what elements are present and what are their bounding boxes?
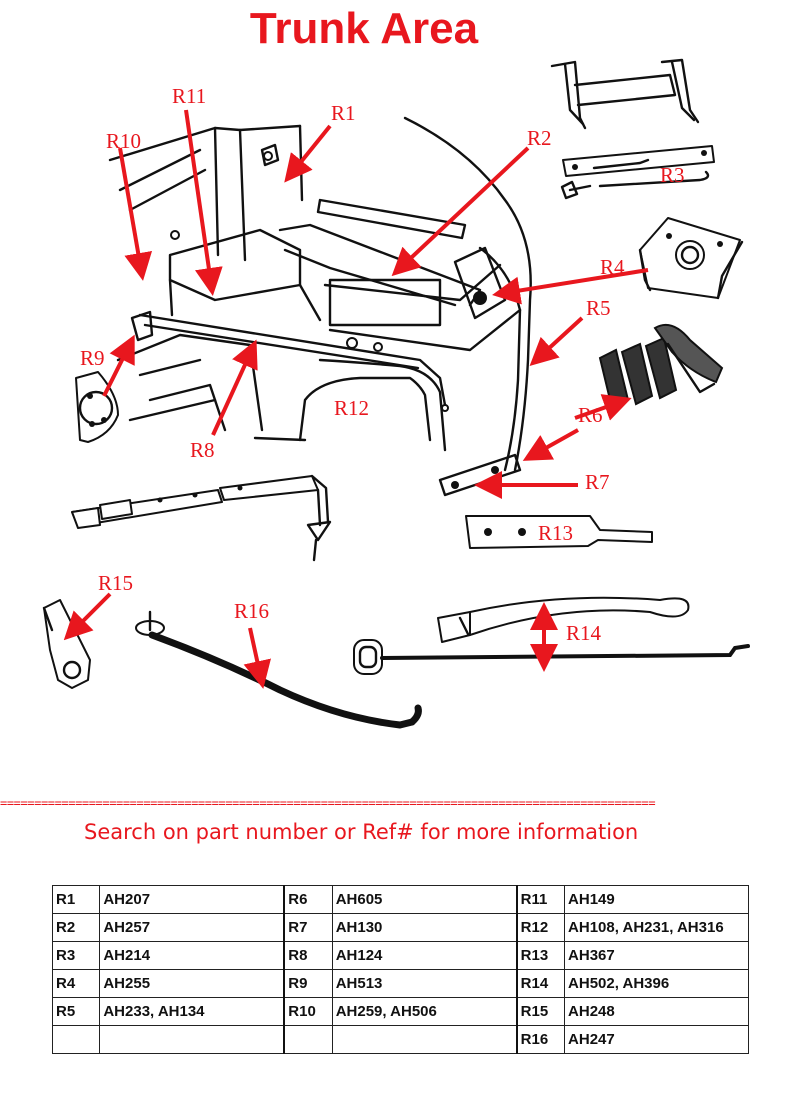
label-r14: R14 bbox=[566, 621, 602, 645]
part-number-cell[interactable]: AH124 bbox=[331, 941, 518, 970]
divider-row-1: ========================================… bbox=[0, 797, 656, 806]
ref-cell: R6 bbox=[283, 885, 333, 914]
ref-cell: R11 bbox=[515, 885, 566, 914]
callout-arrows bbox=[63, 109, 649, 689]
label-r5: R5 bbox=[586, 296, 611, 320]
ref-cell: R15 bbox=[515, 997, 566, 1026]
trunk-area-diagram: R1 R2 R3 R4 R5 R6 R7 R8 R9 R10 R11 R12 R… bbox=[42, 58, 750, 729]
r3-strap-and-rod bbox=[560, 145, 715, 200]
r14-stay-and-handle bbox=[353, 596, 750, 675]
ref-cell: R9 bbox=[283, 969, 333, 998]
label-r7: R7 bbox=[585, 470, 610, 494]
label-r3: R3 bbox=[660, 163, 685, 187]
part-number-cell[interactable]: AH214 bbox=[99, 941, 285, 970]
label-r15: R15 bbox=[98, 571, 133, 595]
label-r2: R2 bbox=[527, 126, 552, 150]
ref-cell: R14 bbox=[515, 969, 566, 998]
ref-cell: R3 bbox=[51, 941, 101, 970]
divider-line: ========================================… bbox=[0, 797, 800, 806]
part-number-cell[interactable]: AH259, AH506 bbox=[331, 997, 518, 1026]
ref-cell: R16 bbox=[515, 1025, 566, 1054]
ref-cell: R5 bbox=[51, 997, 101, 1026]
r2-support-frame bbox=[550, 58, 700, 130]
part-number-cell[interactable]: AH207 bbox=[99, 885, 285, 914]
ref-cell: R10 bbox=[283, 997, 333, 1026]
page-title: Trunk Area bbox=[249, 4, 479, 53]
part-number-cell[interactable]: AH502, AH396 bbox=[564, 969, 749, 998]
part-number-cell[interactable]: AH248 bbox=[564, 997, 749, 1026]
part-number-cell[interactable]: AH367 bbox=[564, 941, 749, 970]
part-number-cell[interactable]: AH605 bbox=[331, 885, 518, 914]
ref-cell: R8 bbox=[283, 941, 333, 970]
ref-cell: R7 bbox=[283, 913, 333, 942]
part-number-cell[interactable]: AH233, AH134 bbox=[99, 997, 285, 1026]
label-r11: R11 bbox=[172, 84, 206, 108]
label-r4: R4 bbox=[600, 255, 625, 279]
part-number-cell[interactable]: AH513 bbox=[331, 969, 518, 998]
part-number-cell bbox=[331, 1025, 518, 1054]
r16-rod bbox=[135, 610, 422, 729]
label-r13: R13 bbox=[538, 521, 573, 545]
ref-cell: R2 bbox=[51, 913, 101, 942]
r6-rubber-pads bbox=[598, 324, 724, 410]
label-r10: R10 bbox=[106, 129, 141, 153]
part-number-cell[interactable]: AH130 bbox=[331, 913, 518, 942]
label-r16: R16 bbox=[234, 599, 269, 623]
part-number-cell[interactable]: AH108, AH231, AH316 bbox=[564, 913, 749, 942]
ref-cell: R13 bbox=[515, 941, 566, 970]
part-number-cell[interactable]: AH255 bbox=[99, 969, 285, 998]
part-number-cell[interactable]: AH247 bbox=[564, 1025, 749, 1054]
ref-cell: R12 bbox=[515, 913, 566, 942]
label-r12: R12 bbox=[334, 396, 369, 420]
part-number-cell[interactable]: AH257 bbox=[99, 913, 285, 942]
part-number-cell[interactable]: AH149 bbox=[564, 885, 749, 914]
r15-lever bbox=[42, 599, 91, 689]
label-r8: R8 bbox=[190, 438, 215, 462]
ref-cell bbox=[283, 1025, 333, 1054]
ref-cell: R1 bbox=[51, 885, 101, 914]
part-number-cell bbox=[99, 1025, 285, 1054]
search-instruction: Search on part number or Ref# for more i… bbox=[84, 820, 639, 844]
label-r6: R6 bbox=[578, 403, 603, 427]
r8-hinge-strap bbox=[71, 474, 332, 562]
ref-cell bbox=[51, 1025, 101, 1054]
trunk-body-drawing bbox=[108, 116, 532, 497]
ref-cell: R4 bbox=[51, 969, 101, 998]
label-r1: R1 bbox=[331, 101, 356, 125]
label-r9: R9 bbox=[80, 346, 105, 370]
r13-check-strap bbox=[465, 515, 653, 549]
r4-bracket-plate bbox=[638, 217, 744, 300]
